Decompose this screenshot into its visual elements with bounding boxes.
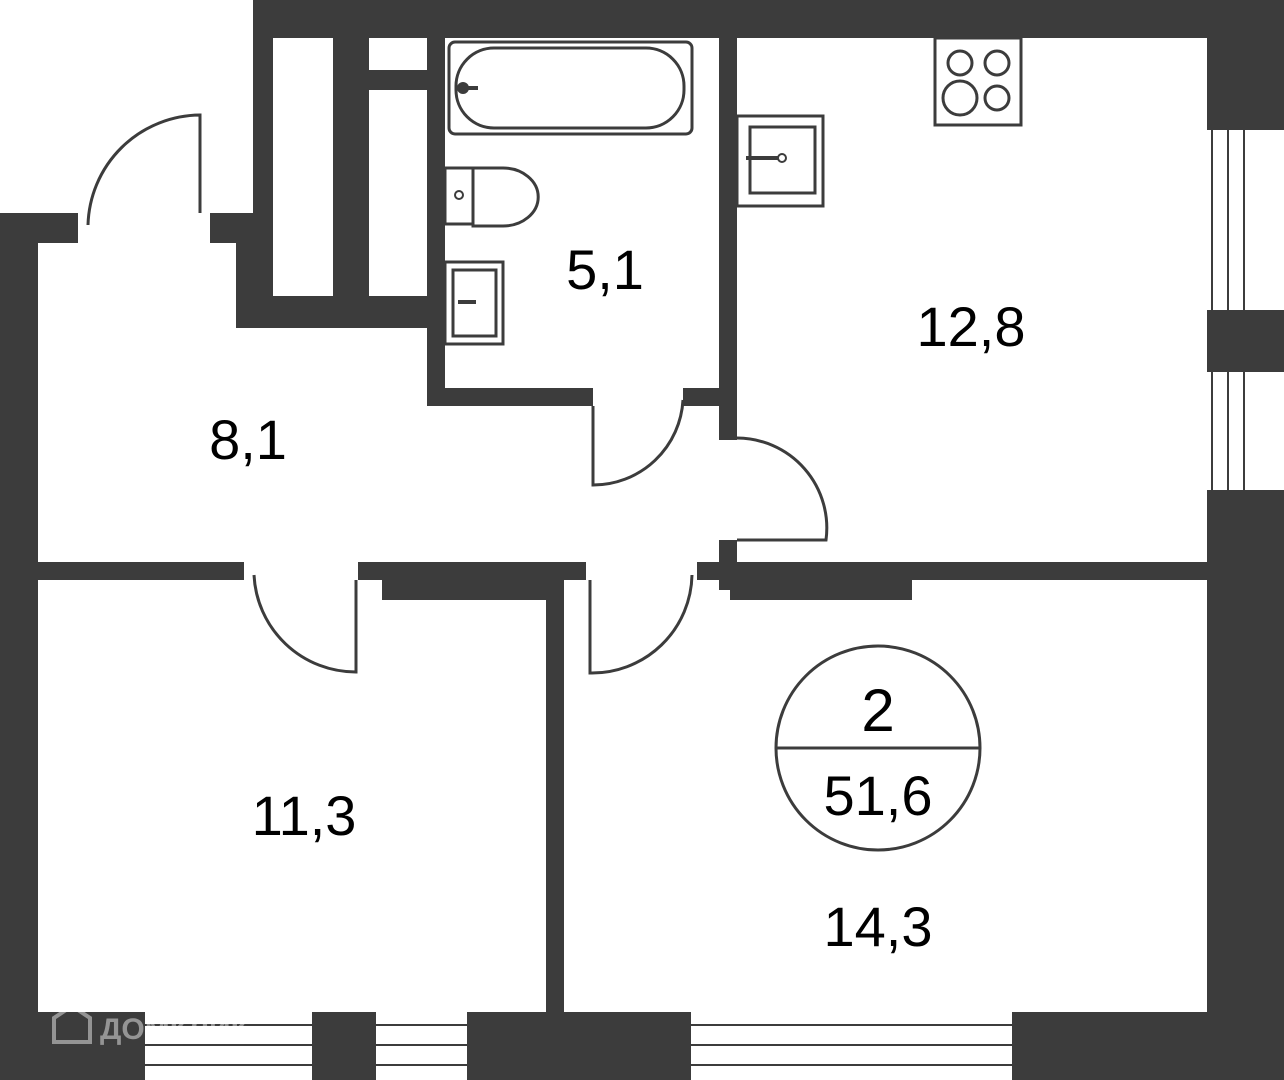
bath-kitchen-wall	[719, 38, 737, 440]
toilet-icon	[443, 166, 540, 228]
wall-right-upper	[1207, 0, 1284, 130]
wall-top	[253, 0, 1284, 38]
hall-wall-right-thick	[730, 562, 912, 600]
area-bathroom: 5,1	[566, 238, 644, 301]
window-right-lower	[1211, 372, 1245, 490]
window-right-upper	[1211, 130, 1245, 310]
wall-right-lower	[1207, 490, 1284, 1080]
door-kitchen	[736, 436, 829, 542]
door-bedroom-right	[588, 574, 694, 675]
kitchen-sink-icon	[735, 114, 825, 208]
fixtures	[443, 36, 1023, 346]
wall-left	[0, 213, 38, 1080]
area-kitchen: 12,8	[917, 295, 1026, 358]
bathroom-sink-icon	[443, 260, 505, 346]
window-bottom-mid	[376, 1024, 467, 1066]
windows	[145, 130, 1245, 1066]
badge-total-area: 51,6	[824, 764, 933, 827]
hall-wall-mid-thick	[382, 562, 548, 600]
room-labels: 5,1 12,8 8,1 11,3 14,3	[209, 238, 1025, 958]
shaft-shelf-top	[369, 70, 429, 90]
badge-room-count: 2	[861, 677, 894, 744]
stove-icon	[933, 36, 1023, 127]
area-bedroom-right: 14,3	[824, 895, 933, 958]
door-bathroom	[591, 399, 685, 487]
shaft-shelf-bottom	[369, 310, 429, 328]
area-hallway: 8,1	[209, 408, 287, 471]
bedroom-divider	[546, 580, 564, 1012]
bathtub-icon	[447, 40, 694, 136]
bath-wall-bottom	[427, 388, 593, 406]
hall-wall-left	[38, 562, 244, 580]
interior-walls	[38, 38, 1207, 1012]
wall-bottom-pier2	[467, 1012, 691, 1080]
window-bottom-left	[145, 1024, 312, 1066]
wall-bottom-left	[0, 1012, 145, 1080]
watermark: ДОМКЛИК	[52, 1003, 250, 1046]
window-bottom-right	[691, 1024, 1012, 1066]
shaft-wall-bottom-left	[236, 213, 270, 328]
apartment-badge: 2 51,6	[774, 644, 982, 852]
door-bedroom-left	[252, 574, 358, 674]
watermark-text: ДОМКЛИК	[100, 1013, 250, 1046]
wall-bottom-right	[1012, 1012, 1284, 1080]
door-entrance	[86, 113, 202, 226]
area-bedroom-left: 11,3	[252, 784, 357, 847]
wall-left-top	[0, 213, 78, 243]
wall-bottom-pier1	[312, 1012, 376, 1080]
bath-wall-left	[427, 38, 445, 406]
wall-right-mid	[1207, 310, 1284, 372]
domclick-logo-icon	[52, 1003, 92, 1044]
doors	[86, 113, 829, 675]
shaft-divider	[333, 38, 369, 296]
